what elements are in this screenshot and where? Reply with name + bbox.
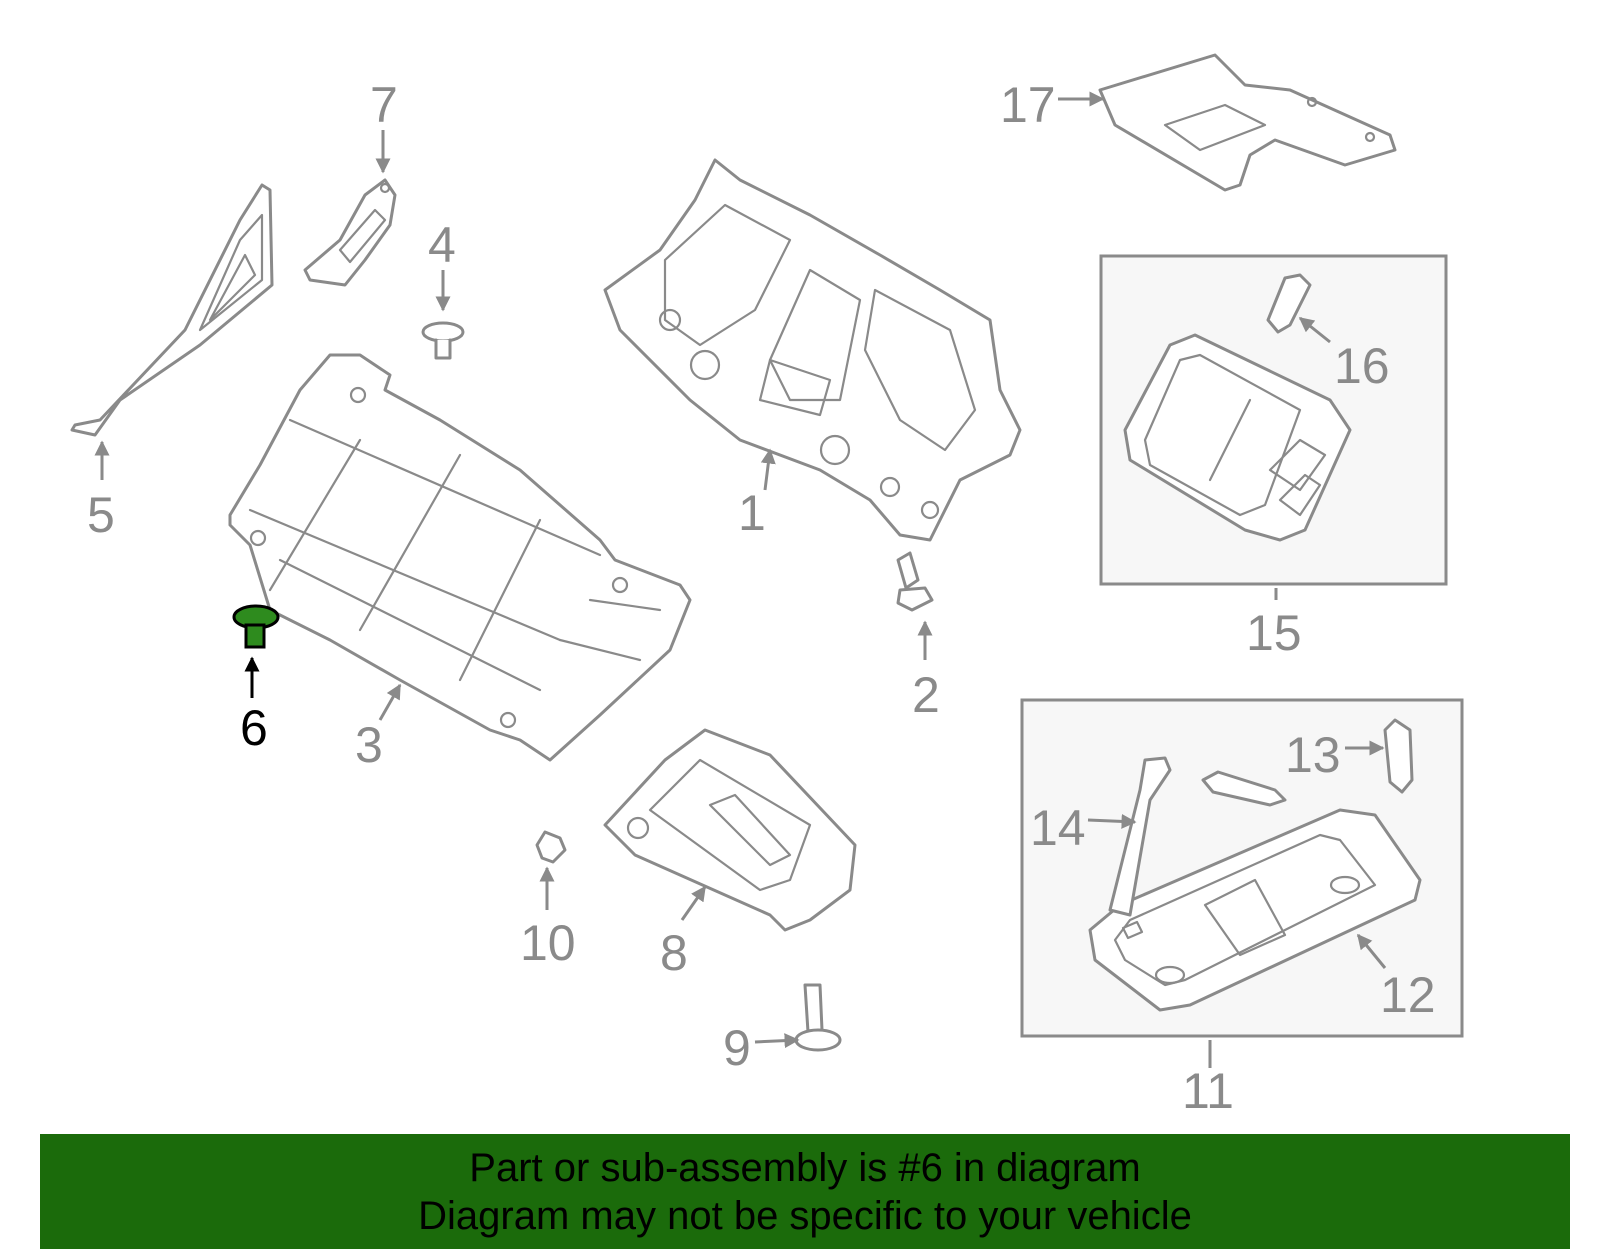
callout-12: 12: [1380, 967, 1436, 1023]
part-4-clip[interactable]: [421, 321, 465, 360]
part-5-pillar-trim[interactable]: [70, 183, 274, 437]
callout-15: 15: [1246, 605, 1302, 661]
part-17-bracket[interactable]: [1098, 53, 1397, 192]
part-13-bulb[interactable]: [1383, 718, 1414, 794]
banner-part-line: Part or sub-assembly is #6 in diagram: [469, 1146, 1141, 1190]
callout-7: 7: [370, 77, 398, 133]
part-11-console-box[interactable]: [1020, 698, 1464, 1038]
part-8-handle-trim[interactable]: [603, 728, 857, 932]
callout-labels: 1 2 3 4 5 6 7 8 9 10 11 12 13 14 15 16 1…: [87, 77, 1436, 1119]
part-2-bolt[interactable]: [896, 551, 934, 612]
callout-8: 8: [660, 925, 688, 981]
callout-10: 10: [520, 915, 576, 971]
callout-1: 1: [738, 485, 766, 541]
callout-3: 3: [355, 717, 383, 773]
part-14-rod[interactable]: [1108, 756, 1172, 917]
callout-14: 14: [1030, 800, 1086, 856]
part-9-screw[interactable]: [794, 983, 842, 1052]
callout-5: 5: [87, 487, 115, 543]
part-7-bracket[interactable]: [303, 178, 397, 287]
part-1-trunk-lid-panel[interactable]: [603, 158, 1022, 542]
part-10-clip[interactable]: [535, 830, 567, 864]
callout-17: 17: [1000, 77, 1056, 133]
callout-16: 16: [1334, 338, 1390, 394]
callout-arrows: [94, 91, 1387, 1068]
callout-13: 13: [1285, 727, 1341, 783]
part-6-push-clip-highlighted[interactable]: [232, 604, 280, 649]
callout-2: 2: [912, 667, 940, 723]
callout-9: 9: [723, 1020, 751, 1076]
part-3-package-shelf[interactable]: [228, 353, 692, 762]
banner-disclaimer-line: Diagram may not be specific to your vehi…: [418, 1194, 1192, 1238]
info-banner: Part or sub-assembly is #6 in diagram Di…: [40, 1134, 1570, 1249]
callout-6-highlighted: 6: [240, 700, 268, 756]
callout-4: 4: [428, 217, 456, 273]
festoon-bulb[interactable]: [1201, 770, 1287, 807]
callout-11: 11: [1182, 1063, 1234, 1119]
part-16-bulb[interactable]: [1266, 273, 1312, 334]
